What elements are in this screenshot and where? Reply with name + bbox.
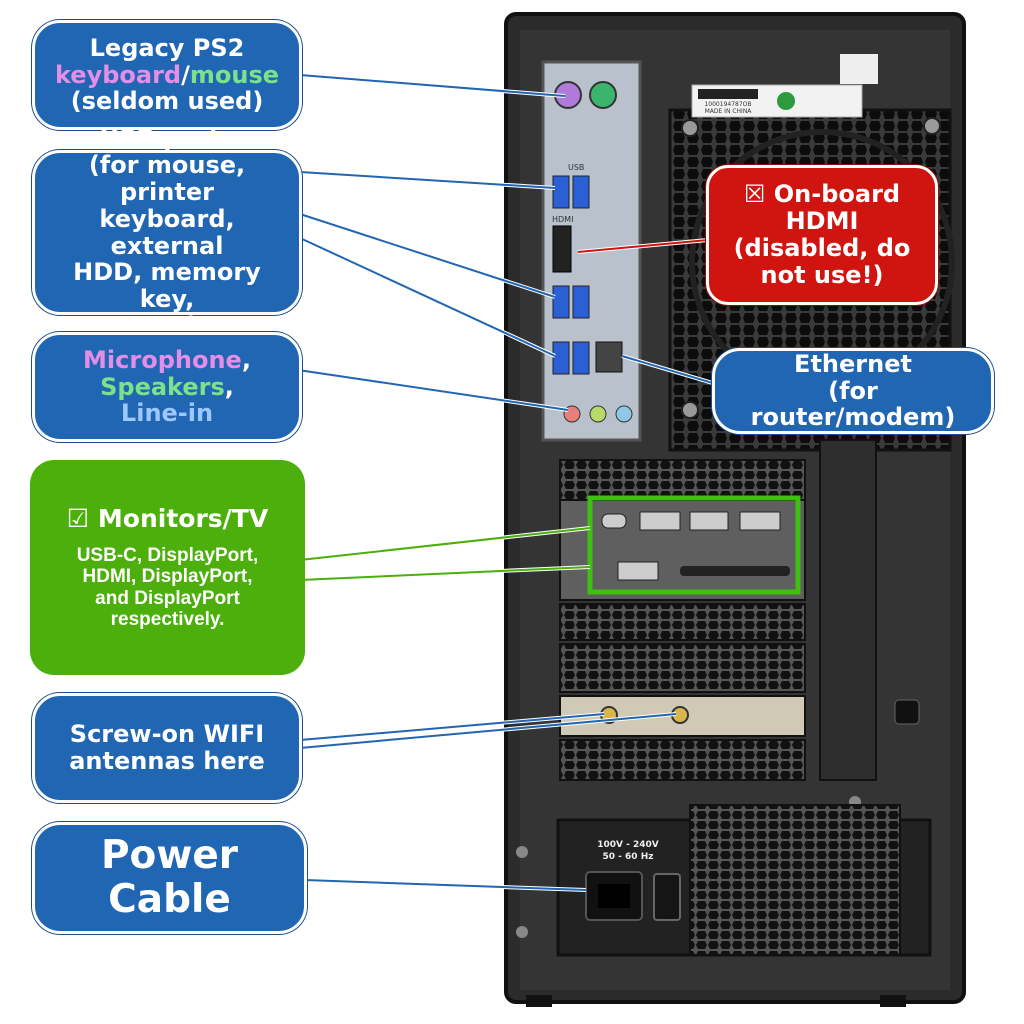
usb-c-port	[601, 513, 627, 529]
ethernet-port	[595, 341, 623, 373]
audio-comma: ,	[241, 345, 251, 374]
expansion-slots	[559, 439, 920, 781]
displayport-port	[617, 561, 659, 581]
ps2-mouse-port	[589, 81, 617, 109]
hdmi-port	[689, 511, 729, 531]
serial-sticker: 1000194787OB MADE IN CHINA	[691, 54, 878, 118]
line-in-word: Line-in	[120, 399, 214, 428]
made-in-label: MADE IN CHINA	[705, 108, 753, 115]
audio-line-1: Microphone,	[83, 345, 251, 374]
ethernet-callout: Ethernet (for router/modem)	[712, 348, 994, 434]
hdmi-line-1: ☒ On-board	[743, 180, 901, 209]
ps2-keyboard-word: keyboard	[54, 60, 182, 89]
monitors-body-3: and DisplayPort	[95, 587, 240, 609]
usb-line-4: HDD, memory key,	[73, 258, 261, 314]
hdmi-line-4: not use!)	[760, 260, 884, 289]
monitors-body-1: USB-C, DisplayPort,	[76, 544, 259, 566]
usb-line-3: keyboard, external	[99, 204, 235, 260]
displayport-port	[739, 511, 781, 531]
hdmi-line-3: (disabled, do	[733, 234, 911, 262]
io-hdmi-label: HDMI	[552, 215, 573, 224]
psu-voltage: 100V - 240V	[597, 840, 659, 850]
speakers-word: Speakers	[100, 372, 225, 401]
microphone-word: Microphone	[83, 345, 242, 374]
leader-lines-green	[299, 527, 591, 581]
audio-comma: ,	[224, 372, 234, 401]
speakers-jack	[589, 405, 607, 423]
usb-line-1: USB ports	[99, 124, 235, 152]
usb-port	[572, 341, 590, 375]
psu-frequency: 50 - 60 Hz	[603, 852, 654, 862]
onboard-hdmi-port	[552, 225, 572, 273]
ps2-callout: Legacy PS2 keyboard/mouse (seldom used)	[32, 20, 302, 130]
monitors-body-2: HDMI, DisplayPort,	[82, 566, 253, 588]
monitors-body-4: respectively.	[110, 608, 225, 630]
onboard-hdmi-callout: ☒ On-board HDMI (disabled, do not use!)	[706, 165, 938, 305]
power-supply: 100V - 240V 50 - 60 Hz	[526, 804, 932, 1007]
ps2-slash: /	[181, 60, 190, 89]
ps2-keyboard-mouse: keyboard/mouse	[54, 60, 280, 89]
audio-callout: Microphone, Speakers, Line-in	[32, 332, 302, 442]
usb-port	[572, 175, 590, 209]
usb-port	[552, 341, 570, 375]
io-usb-label: USB	[568, 163, 584, 172]
wifi-line-2: antennas here	[69, 747, 265, 775]
power-label: Power Cable	[100, 833, 239, 922]
serial-number: 1000194787OB	[704, 101, 751, 108]
leader-lines-core	[297, 74, 717, 891]
usb-port	[552, 175, 570, 209]
wifi-callout: Screw-on WIFI antennas here	[32, 693, 302, 803]
gpu-outputs	[587, 495, 801, 595]
monitors-callout: ☑ Monitors/TV USB-C, DisplayPort, HDMI, …	[30, 460, 305, 675]
leader-line-red	[577, 239, 709, 253]
power-switch	[653, 873, 681, 921]
wifi-line-1: Screw-on WIFI	[69, 720, 265, 749]
ps2-note: (seldom used)	[70, 87, 264, 116]
ps2-title: Legacy PS2	[89, 33, 245, 62]
ps2-mouse-word: mouse	[189, 60, 280, 89]
monitor-ports-highlight	[587, 495, 801, 595]
audio-line-2: Speakers,	[100, 372, 234, 401]
usb-port	[572, 285, 590, 319]
line-in-jack	[615, 405, 633, 423]
ethernet-line-1: Ethernet	[794, 349, 912, 378]
power-callout: Power Cable	[32, 822, 307, 934]
usb-callout: USB ports (for mouse, printer keyboard, …	[32, 125, 302, 340]
displayport-port	[639, 511, 681, 531]
usb-line-2: (for mouse, printer	[88, 150, 246, 206]
hdmi-line-2: HDMI	[785, 207, 859, 236]
ethernet-line-2: (for router/modem)	[750, 376, 956, 432]
monitors-title: ☑ Monitors/TV	[66, 503, 269, 533]
usb-port	[552, 285, 570, 319]
